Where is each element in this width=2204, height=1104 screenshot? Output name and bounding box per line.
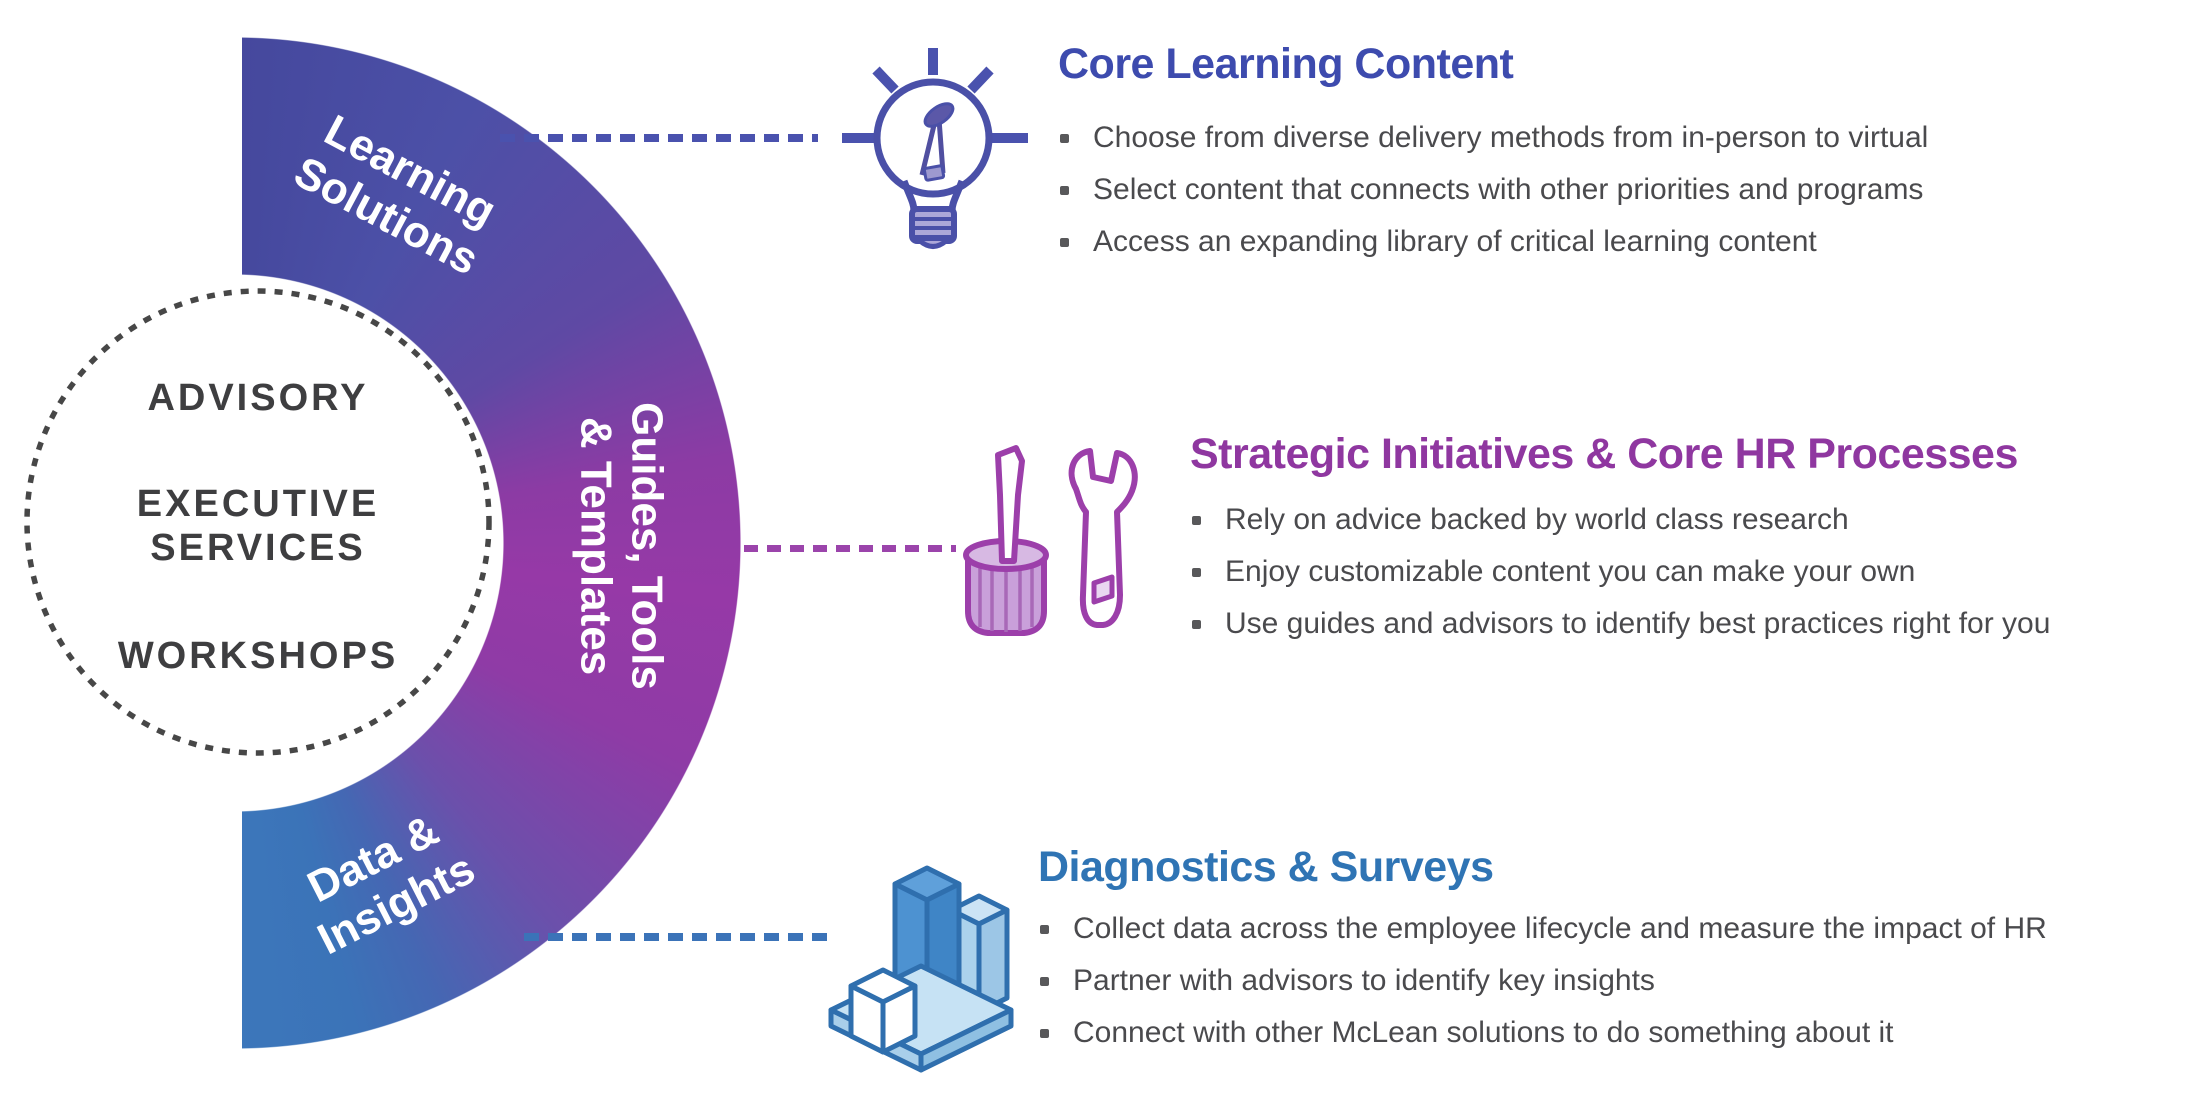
bullet-dot-icon bbox=[1040, 976, 1049, 986]
bullet-item: Rely on advice backed by world class res… bbox=[1190, 494, 2050, 546]
bullet-dot-icon bbox=[1192, 619, 1201, 629]
bullet-text: Enjoy customizable content you can make … bbox=[1225, 555, 1916, 588]
bullet-text: Rely on advice backed by world class res… bbox=[1225, 503, 1849, 536]
bullet-text: Use guides and advisors to identify best… bbox=[1225, 607, 2051, 640]
solutions-ring bbox=[242, 36, 742, 1050]
ring-segment-guides-tools-templates: Guides, Tools & Templates bbox=[570, 402, 672, 690]
section-bullets-core-learning-content: Choose from diverse delivery methods fro… bbox=[1058, 112, 1928, 268]
bullet-text: Choose from diverse delivery methods fro… bbox=[1093, 121, 1929, 154]
bullet-item: Access an expanding library of critical … bbox=[1058, 216, 1928, 268]
bullet-text: Access an expanding library of critical … bbox=[1093, 225, 1817, 258]
section-title-diagnostics-surveys: Diagnostics & Surveys bbox=[1038, 843, 1494, 891]
bullet-dot-icon bbox=[1060, 237, 1069, 247]
section-bullets-diagnostics-surveys: Collect data across the employee lifecyc… bbox=[1038, 903, 2047, 1059]
services-dashed-circle bbox=[24, 288, 492, 756]
bullet-text: Select content that connects with other … bbox=[1093, 173, 1924, 206]
bullet-dot-icon bbox=[1060, 133, 1069, 143]
tools-icon bbox=[963, 445, 1138, 636]
bullet-text: Collect data across the employee lifecyc… bbox=[1073, 912, 2047, 945]
bullet-dot-icon bbox=[1040, 1028, 1049, 1038]
bar-chart-icon bbox=[828, 865, 1014, 1073]
bullet-item: Choose from diverse delivery methods fro… bbox=[1058, 112, 1928, 164]
section-bullets-strategic-initiatives: Rely on advice backed by world class res… bbox=[1190, 494, 2050, 650]
ring-segment-label-line: Guides, Tools bbox=[622, 402, 672, 690]
bullet-item: Connect with other McLean solutions to d… bbox=[1038, 1007, 2047, 1059]
lightbulb-icon bbox=[842, 48, 1028, 249]
center-item-workshops: WORKSHOPS bbox=[117, 635, 399, 677]
bullet-item: Enjoy customizable content you can make … bbox=[1190, 546, 2050, 598]
bullet-item: Partner with advisors to identify key in… bbox=[1038, 955, 2047, 1007]
bullet-dot-icon bbox=[1192, 567, 1201, 577]
bullet-item: Select content that connects with other … bbox=[1058, 164, 1928, 216]
section-title-strategic-initiatives: Strategic Initiatives & Core HR Processe… bbox=[1190, 430, 2018, 478]
connector-dash-learning bbox=[500, 134, 818, 142]
connector-dash-data bbox=[524, 933, 832, 941]
bullet-text: Connect with other McLean solutions to d… bbox=[1073, 1016, 1894, 1049]
connector-dash-guides bbox=[744, 545, 956, 552]
center-item-executive-services: EXECUTIVE SERVICES bbox=[136, 483, 380, 570]
bullet-dot-icon bbox=[1040, 924, 1049, 934]
bullet-item: Use guides and advisors to identify best… bbox=[1190, 598, 2050, 650]
bullet-item: Collect data across the employee lifecyc… bbox=[1038, 903, 2047, 955]
section-title-core-learning-content: Core Learning Content bbox=[1058, 40, 1514, 88]
bullet-dot-icon bbox=[1192, 515, 1201, 525]
bullet-dot-icon bbox=[1060, 185, 1069, 195]
ring-segment-label-line: & Templates bbox=[572, 416, 621, 676]
center-item-advisory: ADVISORY bbox=[147, 377, 369, 419]
bullet-text: Partner with advisors to identify key in… bbox=[1073, 964, 1655, 997]
